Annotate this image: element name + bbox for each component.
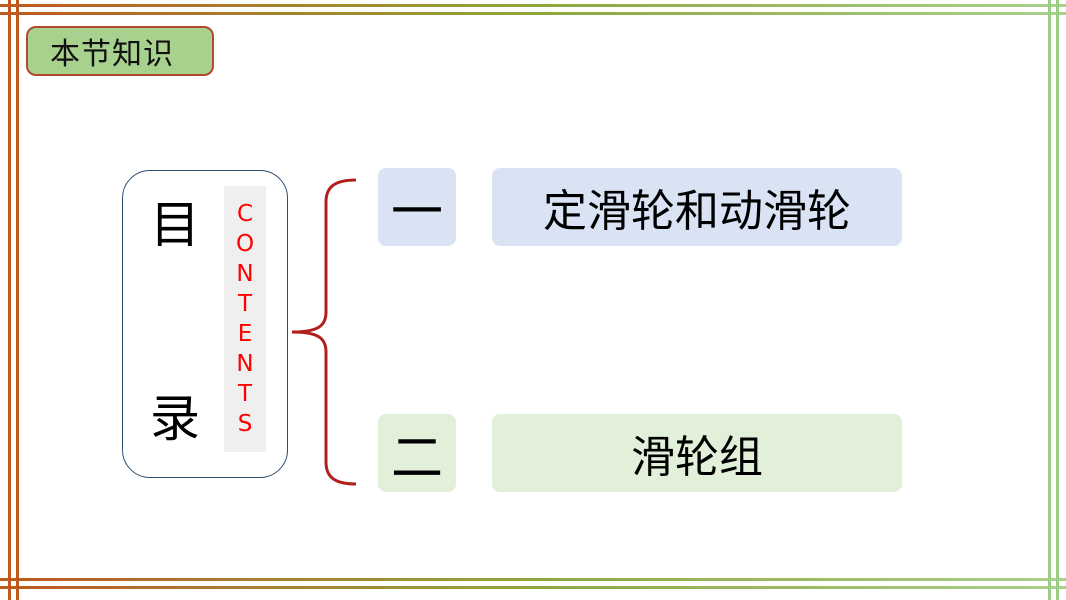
item-number-1: 一 <box>378 168 456 246</box>
contents-letter: T <box>237 381 253 407</box>
item-number-2: 二 <box>378 414 456 492</box>
section-tag: 本节知识 <box>26 26 214 76</box>
curly-brace-icon <box>291 178 357 486</box>
contents-letter: E <box>237 321 253 347</box>
contents-letter: N <box>236 261 254 287</box>
contents-letter: S <box>237 411 253 437</box>
toc-char-lu: 录 <box>150 390 200 448</box>
contents-letter: C <box>236 201 254 227</box>
item-title-1[interactable]: 定滑轮和动滑轮 <box>492 168 902 246</box>
frame-top-line-outer <box>0 4 1066 7</box>
frame-right-line-outer <box>1056 0 1059 600</box>
contents-letter: N <box>236 351 254 377</box>
toc-char-mu: 目 <box>150 196 200 254</box>
contents-vertical-label: C O N T E N T S <box>224 186 266 452</box>
frame-right-line-inner <box>1048 0 1051 600</box>
contents-letter: T <box>237 291 253 317</box>
frame-left-line-outer <box>8 0 11 600</box>
item-title-2[interactable]: 滑轮组 <box>492 414 902 492</box>
frame-bottom-line-outer <box>0 578 1066 581</box>
frame-bottom-line-inner <box>0 586 1066 589</box>
frame-left-line-inner <box>16 0 19 600</box>
contents-letter: O <box>235 231 255 257</box>
frame-top-line-inner <box>0 12 1066 15</box>
